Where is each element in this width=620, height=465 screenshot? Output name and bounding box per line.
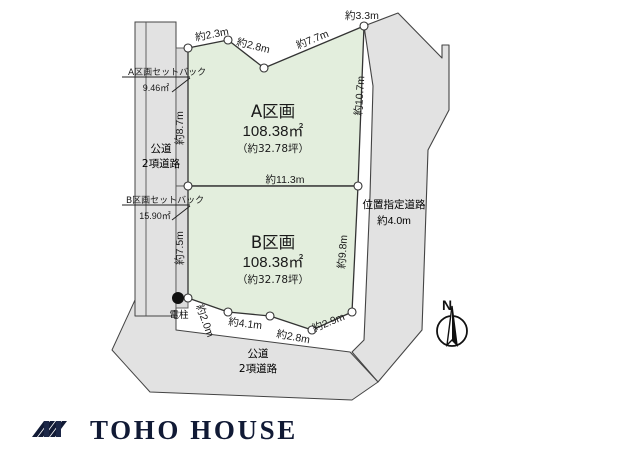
vertex-top-1 xyxy=(223,35,233,45)
setback-b-area: 15.90㎡ xyxy=(139,211,171,221)
west-road-sub: 2項道路 xyxy=(142,157,181,170)
east-road-sub: 約4.0m xyxy=(377,214,411,227)
east-road-name: 位置指定道路 xyxy=(363,198,426,211)
dim-bottom-c: 約2.8m xyxy=(275,327,311,346)
setback-b-callout: B区画セットバック 15.90㎡ xyxy=(122,195,204,221)
vertex-sw xyxy=(183,293,193,303)
parcel-a-title: A区画 xyxy=(251,102,295,121)
utility-pole-icon xyxy=(172,292,184,304)
dim-bottom-b: 約4.1m xyxy=(228,315,263,332)
dim-middle: 約11.3m xyxy=(266,173,305,186)
setback-a-area: 9.46㎡ xyxy=(143,83,170,93)
vertex-se xyxy=(347,307,357,317)
parcel-b-area: 108.38㎡ xyxy=(243,254,304,271)
vertex-bot-3 xyxy=(307,325,317,335)
dim-west-b: 約7.5m xyxy=(173,231,186,265)
south-public-road xyxy=(111,299,379,401)
dim-top-right: 約3.3m xyxy=(345,9,379,22)
east-designated-road xyxy=(351,12,450,383)
setback-b-label: B区画セットバック xyxy=(126,195,204,206)
south-road-sub: 2項道路 xyxy=(239,362,278,375)
south-road-name: 公道 xyxy=(248,347,269,360)
dim-west-a: 約8.7m xyxy=(173,111,186,145)
vertex-bot-1 xyxy=(223,307,233,317)
compass-north-label: N xyxy=(442,297,452,313)
company-name: TOHO HOUSE xyxy=(90,414,298,445)
vertex-mid-west xyxy=(183,181,193,191)
parcel-b-polygon xyxy=(187,185,359,331)
company-logo: TOHO HOUSE xyxy=(32,415,298,445)
road-area-group xyxy=(111,12,450,401)
utility-pole-label: 電柱 xyxy=(169,309,189,321)
parcel-a-area: 108.38㎡ xyxy=(243,123,304,140)
setback-a-callout: A区画セットバック 9.46㎡ xyxy=(122,67,206,93)
parcel-b-tsubo: （約32.78坪） xyxy=(237,273,309,286)
west-road-name: 公道 xyxy=(151,142,172,155)
vertex-mid-east xyxy=(353,181,363,191)
dim-east-b: 約9.8m xyxy=(335,234,350,269)
vertex-markers-group xyxy=(183,21,369,335)
dim-east-a: 約10.7m xyxy=(352,75,368,116)
toho-house-mark-icon xyxy=(32,421,67,437)
vertex-nw xyxy=(183,43,193,53)
vertex-bot-2 xyxy=(265,311,275,321)
vertex-top-2 xyxy=(259,63,269,73)
parcel-b-title: B区画 xyxy=(251,233,295,252)
parcel-a-tsubo: （約32.78坪） xyxy=(237,142,309,155)
vertex-ne xyxy=(359,21,369,31)
compass-rose-icon: N xyxy=(436,297,468,347)
dim-top-a: 約2.3m xyxy=(194,25,230,44)
setback-a-label: A区画セットバック xyxy=(128,67,206,78)
